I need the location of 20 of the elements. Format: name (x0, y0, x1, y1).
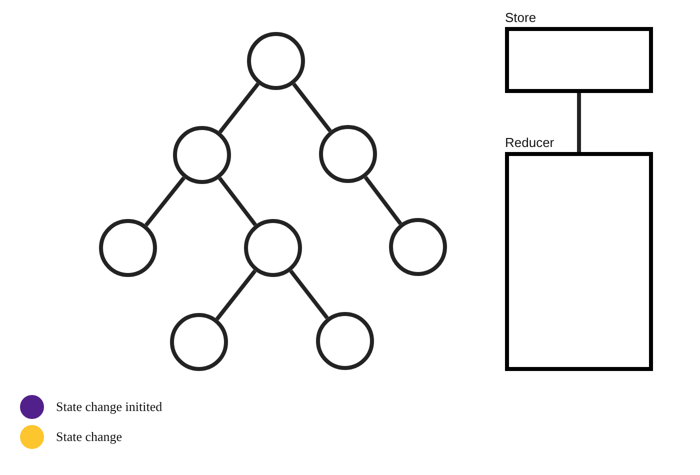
tree-node-circle (319, 125, 377, 183)
connector-line (218, 82, 260, 134)
connector-line (215, 270, 257, 320)
tree-node-circle (99, 219, 157, 277)
connector-line (364, 176, 402, 226)
connector-line (292, 82, 332, 132)
connector-line (577, 93, 581, 152)
tree-node-circle (316, 312, 374, 370)
legend-label: State change (56, 429, 122, 445)
tree-node-circle (244, 219, 302, 277)
tree-node-circle (389, 218, 447, 276)
tree-node-circle (173, 126, 231, 184)
connector-line (289, 270, 329, 320)
connector-line (218, 176, 257, 226)
box-heading: Store (505, 10, 538, 27)
legend-label: State change initited (56, 399, 162, 415)
box-heading: Reducer (505, 135, 556, 152)
tree-node-circle (247, 32, 305, 90)
tree-node-circle (170, 313, 228, 371)
connector-line (144, 176, 186, 227)
